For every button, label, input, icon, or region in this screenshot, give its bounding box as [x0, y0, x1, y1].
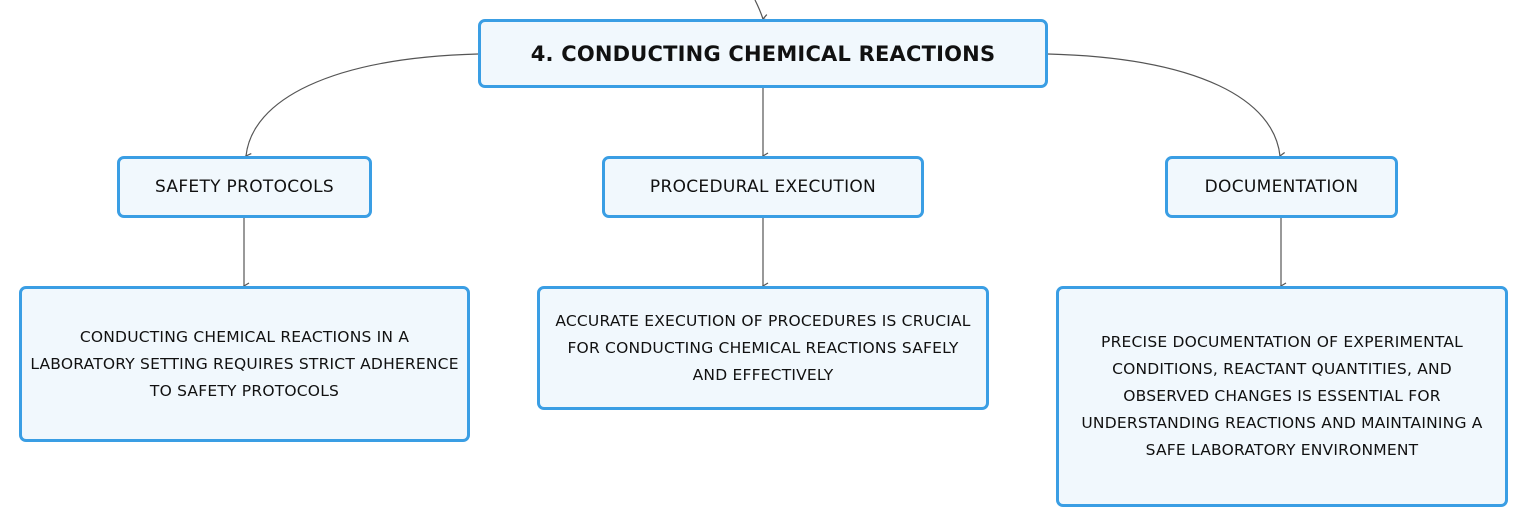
connector-root-to-safety-protocols — [244, 53, 479, 160]
branch-node-label: SAFETY PROTOCOLS — [155, 177, 334, 197]
connector-root-to-documentation — [1047, 53, 1286, 159]
branch-node-safety-protocols[interactable]: SAFETY PROTOCOLS — [117, 156, 372, 218]
detail-node-text: PRECISE DOCUMENTATION OF EXPERIMENTAL CO… — [1081, 333, 1483, 459]
detail-node-procedural-execution[interactable]: ACCURATE EXECUTION OF PROCEDURES IS CRUC… — [537, 286, 989, 410]
connector-parent-to-root — [754, 0, 769, 21]
root-node-label: 4. CONDUCTING CHEMICAL REACTIONS — [530, 41, 996, 66]
detail-node-text: CONDUCTING CHEMICAL REACTIONS IN A LABOR… — [30, 327, 459, 400]
root-node[interactable]: 4. CONDUCTING CHEMICAL REACTIONS — [478, 19, 1048, 88]
detail-node-documentation[interactable]: PRECISE DOCUMENTATION OF EXPERIMENTAL CO… — [1056, 286, 1508, 507]
detail-node-safety-protocols[interactable]: CONDUCTING CHEMICAL REACTIONS IN A LABOR… — [19, 286, 470, 442]
detail-node-text: ACCURATE EXECUTION OF PROCEDURES IS CRUC… — [555, 311, 971, 384]
branch-node-label: DOCUMENTATION — [1204, 177, 1359, 197]
branch-node-documentation[interactable]: DOCUMENTATION — [1165, 156, 1398, 218]
branch-node-label: PROCEDURAL EXECUTION — [649, 177, 877, 197]
branch-node-procedural-execution[interactable]: PROCEDURAL EXECUTION — [602, 156, 924, 218]
